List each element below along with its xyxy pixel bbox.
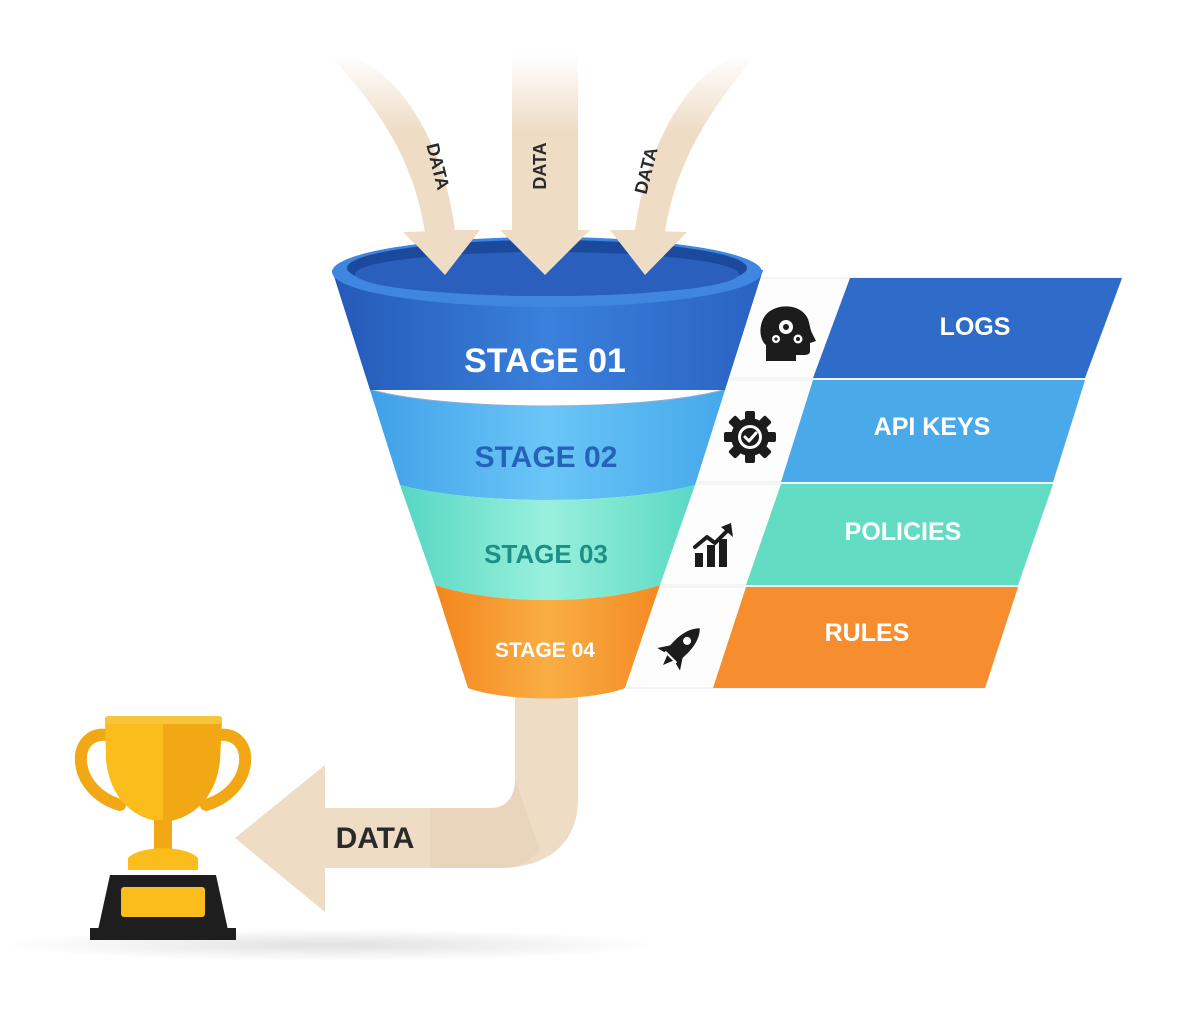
input-arrow-label: DATA (530, 142, 550, 189)
item-band-api-keys (781, 380, 1085, 482)
funnel-stage-2 (370, 390, 725, 500)
input-arrow (610, 54, 755, 275)
input-arrows: DATA DATA DATA (330, 54, 755, 275)
output-arrow-label: DATA (336, 822, 415, 855)
stage-label: STAGE 03 (484, 539, 608, 569)
funnel-stage-4 (435, 585, 660, 699)
stage-items: LOGS API KEYS POLICIES RULES (602, 277, 1123, 689)
funnel: STAGE 01 STAGE 02 STAGE 03 STAGE 04 (332, 230, 763, 699)
input-arrow (330, 54, 480, 275)
gear-check-icon (724, 411, 776, 463)
item-label: POLICIES (845, 518, 962, 546)
item-band-logs (813, 278, 1122, 378)
stage-label: STAGE 04 (495, 639, 595, 662)
rocket-icon (657, 628, 700, 671)
stage-label: STAGE 01 (464, 342, 626, 380)
output-arrow: DATA (235, 690, 578, 912)
stage-label: STAGE 02 (475, 441, 618, 474)
funnel-stage-3 (400, 485, 695, 600)
item-label: API KEYS (874, 413, 991, 441)
item-label: RULES (825, 619, 910, 647)
head-gears-icon (760, 306, 816, 361)
trophy-icon (74, 716, 252, 940)
growth-chart-icon (693, 523, 733, 567)
item-band-policies (746, 484, 1053, 585)
item-label: LOGS (940, 313, 1011, 341)
input-arrow (500, 55, 590, 275)
item-band-rules (713, 587, 1018, 688)
